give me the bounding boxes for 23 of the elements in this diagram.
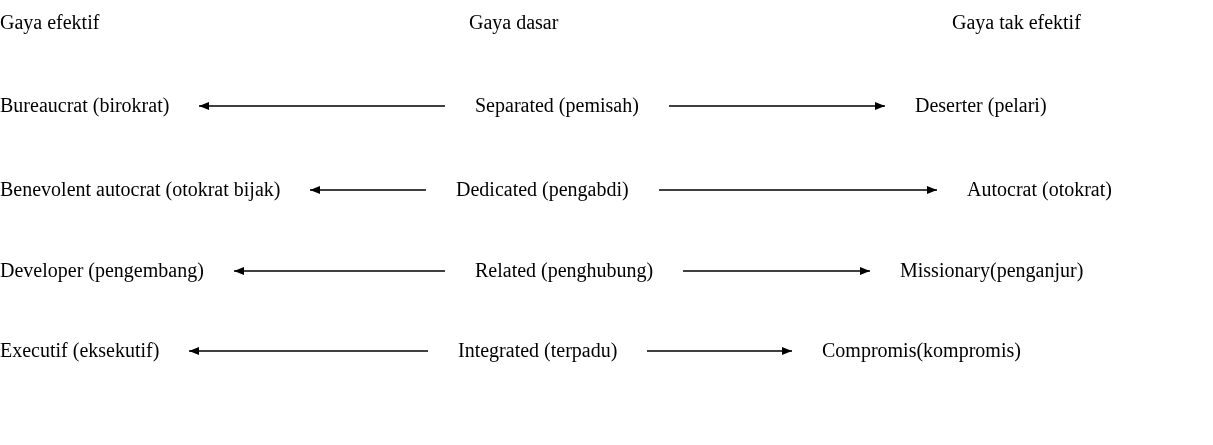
column-heading: Gaya tak efektif <box>952 10 1081 34</box>
style-label: Developer (pengembang) <box>0 258 204 282</box>
column-heading: Gaya dasar <box>469 10 559 34</box>
style-label: Missionary(penganjur) <box>900 258 1084 282</box>
style-label: Dedicated (pengabdi) <box>456 177 629 201</box>
arrow <box>309 186 427 194</box>
arrow <box>682 267 871 275</box>
style-label: Autocrat (otokrat) <box>967 177 1112 201</box>
style-label: Bureaucrat (birokrat) <box>0 93 170 117</box>
style-label: Deserter (pelari) <box>915 93 1047 117</box>
arrow <box>646 347 793 355</box>
arrow <box>188 347 429 355</box>
column-heading: Gaya efektif <box>0 10 100 34</box>
style-label: Related (penghubung) <box>475 258 654 282</box>
style-label: Benevolent autocrat (otokrat bijak) <box>0 177 281 201</box>
arrow <box>668 102 886 110</box>
style-label: Executif (eksekutif) <box>0 338 160 362</box>
style-label: Separated (pemisah) <box>475 93 639 117</box>
style-label: Compromis(kompromis) <box>822 338 1021 362</box>
style-label: Integrated (terpadu) <box>458 338 618 362</box>
arrow <box>233 267 446 275</box>
arrow <box>658 186 938 194</box>
arrow <box>198 102 446 110</box>
